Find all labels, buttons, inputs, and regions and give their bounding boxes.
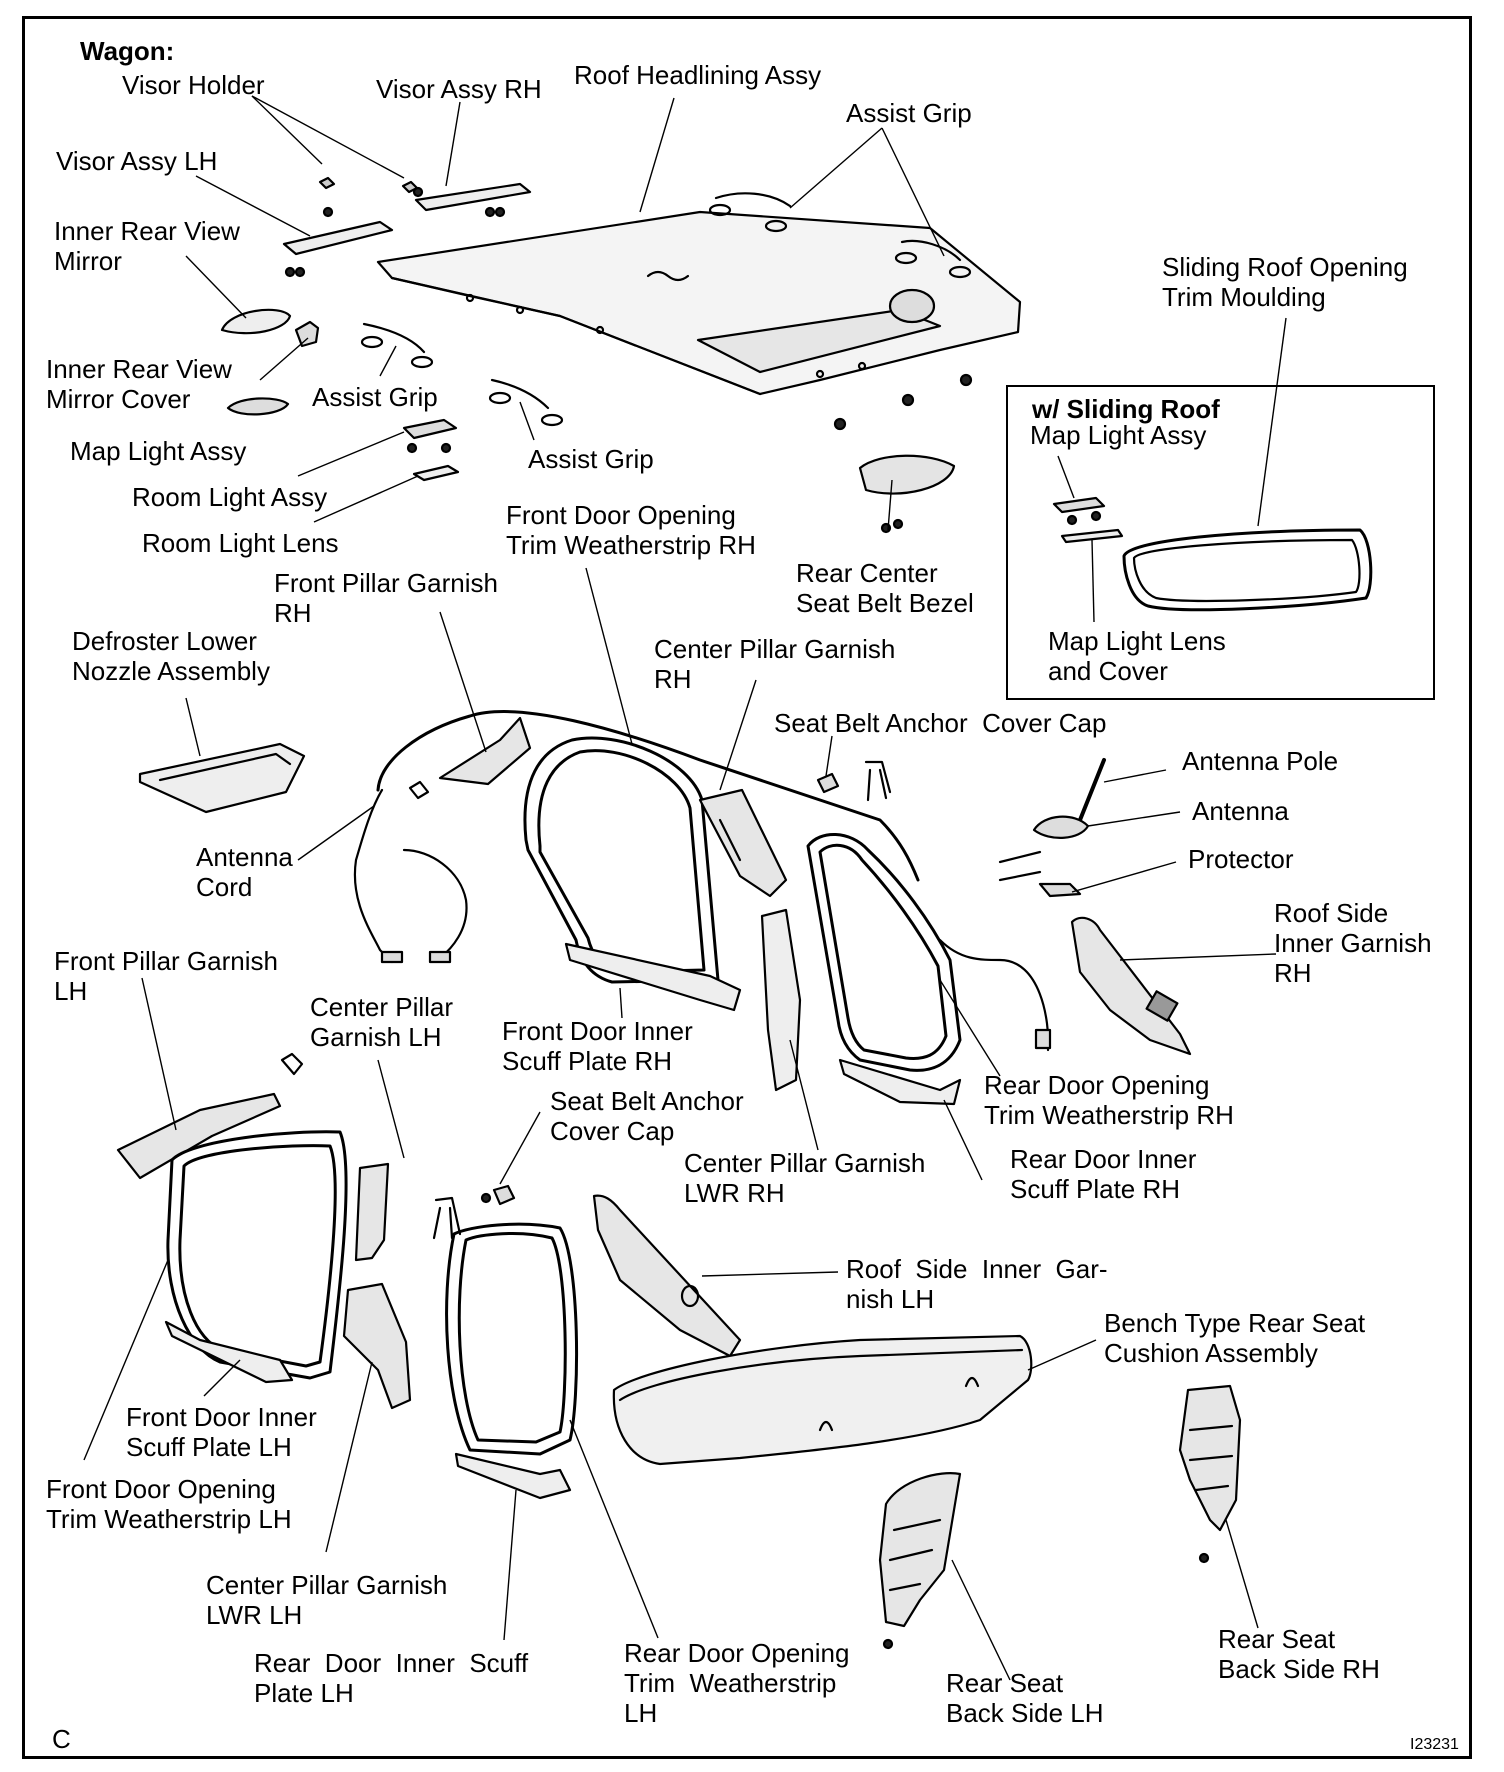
label-antenna-pole: Antenna Pole: [1182, 746, 1339, 776]
inset-title: w/ Sliding Roof: [1032, 394, 1220, 424]
label-rear-seat-back-rh: Rear Seat Back Side RH: [1218, 1624, 1380, 1684]
room-light-part: [402, 418, 458, 440]
bench-seat-part: [612, 1334, 1033, 1466]
rear-door-opening-weatherstrip-rh-part: [806, 833, 962, 1072]
label-center-pillar-lh: Center Pillar Garnish LH: [310, 992, 454, 1052]
seat-belt-anchor-cap-rh-part: [816, 760, 892, 802]
front-scuff-rh-part: [564, 942, 742, 1012]
room-light-lens-part: [412, 464, 460, 482]
clip-fasteners: [284, 186, 973, 454]
footer-section-letter: C: [52, 1724, 71, 1754]
label-front-pillar-lh: Front Pillar Garnish LH: [54, 946, 278, 1006]
center-pillar-garnish-rh-part: [698, 788, 788, 898]
leader-lines: [83, 95, 1287, 1681]
front-pillar-garnish-rh-part: [408, 716, 532, 800]
center-pillar-garnish-lh-part: [342, 1162, 412, 1410]
label-rear-door-ws-lh: Rear Door Opening Trim Weatherstrip LH: [624, 1638, 850, 1728]
front-door-opening-weatherstrip-lh-part: [166, 1130, 348, 1380]
label-front-pillar-rh: Front Pillar Garnish RH: [274, 568, 498, 628]
rear-seat-back-rh-part: [1178, 1384, 1242, 1564]
antenna-parts: [938, 758, 1106, 1052]
rear-scuff-lh-part: [454, 1452, 572, 1500]
label-roof-side-rh: Roof Side Inner Garnish RH: [1274, 898, 1432, 988]
inset-parts: [1052, 496, 1373, 612]
label-inset-map-light-assy: Map Light Assy: [1030, 420, 1207, 450]
front-scuff-lh-part: [164, 1320, 294, 1384]
label-assist-grip-top: Assist Grip: [846, 98, 972, 128]
footer-figure-id: I23231: [1410, 1736, 1459, 1753]
label-map-light-lens-cover: Map Light Lens and Cover: [1048, 626, 1226, 686]
label-assist-grip-left: Assist Grip: [312, 382, 438, 412]
diagram-title: Wagon:: [80, 36, 175, 66]
label-room-light-assy: Room Light Assy: [132, 482, 328, 512]
roof-side-inner-garnish-lh-part: [592, 1194, 742, 1358]
visor-assy-rh-part: [401, 180, 532, 212]
seat-belt-anchor-cap-lh-part: [432, 1184, 516, 1240]
label-room-light-lens: Room Light Lens: [142, 528, 339, 558]
rear-center-bezel-part: [858, 454, 956, 534]
front-door-opening-weatherstrip-rh-part: [376, 710, 920, 984]
antenna-cord-part: [353, 788, 468, 964]
label-seat-belt-cap-rh: Seat Belt Anchor Cover Cap: [774, 708, 1107, 738]
label-visor-assy-lh: Visor Assy LH: [56, 146, 218, 176]
label-seat-belt-cap-lh: Seat Belt Anchor Cover Cap: [550, 1086, 744, 1146]
label-front-scuff-rh: Front Door Inner Scuff Plate RH: [502, 1016, 693, 1076]
assist-grips-part: [360, 192, 972, 427]
label-rear-center-bezel: Rear Center Seat Belt Bezel: [796, 558, 974, 618]
center-pillar-lwr-rh-part: [760, 908, 802, 1092]
label-antenna-cord: Antenna Cord: [196, 842, 293, 902]
label-front-scuff-lh: Front Door Inner Scuff Plate LH: [126, 1402, 317, 1462]
visor-assy-lh-part: [282, 176, 394, 256]
label-map-light-assy: Map Light Assy: [70, 436, 247, 466]
rear-scuff-rh-part: [838, 1058, 962, 1106]
label-roof-side-lh: Roof Side Inner Gar- nish LH: [846, 1254, 1108, 1314]
inner-mirror-part: [220, 308, 320, 348]
label-defroster-nozzle: Defroster Lower Nozzle Assembly: [72, 626, 270, 686]
map-light-part: [226, 397, 290, 416]
label-center-pillar-lwr-rh: Center Pillar Garnish LWR RH: [684, 1148, 926, 1208]
label-inner-mirror: Inner Rear View Mirror: [54, 216, 240, 276]
sliding-roof-inset-box: [1006, 385, 1435, 700]
label-center-pillar-rh: Center Pillar Garnish RH: [654, 634, 896, 694]
rear-door-opening-weatherstrip-lh-part: [445, 1222, 579, 1456]
label-rear-scuff-lh: Rear Door Inner Scuff Plate LH: [254, 1648, 529, 1708]
label-front-door-ws-rh: Front Door Opening Trim Weatherstrip RH: [506, 500, 756, 560]
label-roof-headlining: Roof Headlining Assy: [574, 60, 822, 90]
label-front-door-ws-lh: Front Door Opening Trim Weatherstrip LH: [46, 1474, 292, 1534]
label-rear-scuff-rh: Rear Door Inner Scuff Plate RH: [1010, 1144, 1197, 1204]
label-protector: Protector: [1188, 844, 1294, 874]
rear-seat-back-lh-part: [878, 1472, 962, 1650]
diagram-frame: [22, 16, 1472, 1759]
front-pillar-garnish-lh-part: [116, 1052, 304, 1180]
label-visor-assy-rh: Visor Assy RH: [376, 74, 542, 104]
label-rear-seat-back-lh: Rear Seat Back Side LH: [946, 1668, 1104, 1728]
defroster-nozzle-part: [138, 742, 306, 814]
label-rear-door-ws-rh: Rear Door Opening Trim Weatherstrip RH: [984, 1070, 1234, 1130]
label-inner-mirror-cover: Inner Rear View Mirror Cover: [46, 354, 232, 414]
label-antenna: Antenna: [1192, 796, 1289, 826]
label-center-pillar-lwr-lh: Center Pillar Garnish LWR LH: [206, 1570, 448, 1630]
label-sliding-roof-moulding: Sliding Roof Opening Trim Moulding: [1162, 252, 1408, 312]
roof-headlining-part: [376, 210, 1022, 396]
roof-side-inner-garnish-rh-part: [1070, 916, 1192, 1056]
label-assist-grip-mid: Assist Grip: [528, 444, 654, 474]
label-bench-seat: Bench Type Rear Seat Cushion Assembly: [1104, 1308, 1366, 1368]
label-visor-holder: Visor Holder: [122, 70, 265, 100]
